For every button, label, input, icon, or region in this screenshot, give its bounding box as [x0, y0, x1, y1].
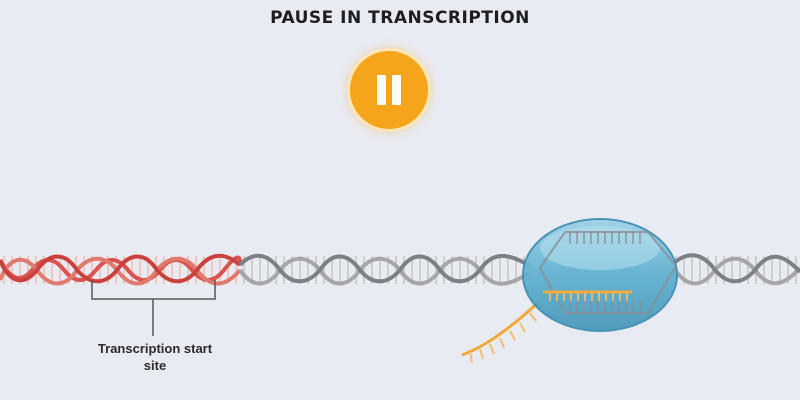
pause-icon-bar: [392, 75, 401, 105]
pause-icon: [377, 75, 386, 105]
dna-double-helix-right: [673, 253, 800, 286]
transcription-start-site-label: Transcription start site: [70, 340, 240, 374]
promoter-dna-helix: [0, 253, 242, 286]
label-line-1: Transcription start: [97, 341, 213, 356]
page-title: PAUSE IN TRANSCRIPTION: [270, 8, 530, 28]
start-site-bracket: [91, 280, 216, 336]
dna-double-helix-left: [238, 253, 532, 286]
pause-button[interactable]: [347, 48, 431, 132]
rna-polymerase: [522, 218, 678, 332]
label-line-2: site: [143, 358, 167, 373]
rna-transcript: [461, 294, 547, 363]
